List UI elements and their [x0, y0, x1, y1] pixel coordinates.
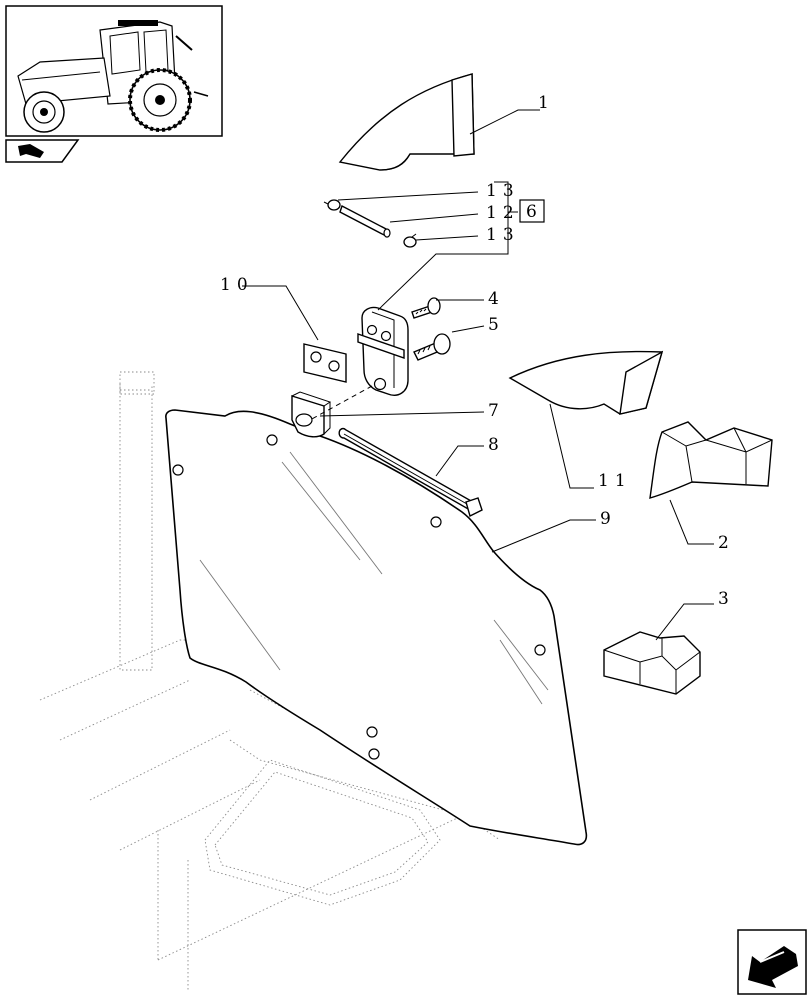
- screw-part-5: [413, 333, 451, 361]
- reference-box-6[interactable]: [519, 199, 545, 223]
- callout-8: 8: [488, 435, 505, 455]
- callout-9: 9: [600, 509, 617, 529]
- leader-lines: [242, 109, 714, 641]
- seal-strip-part-8: [338, 427, 483, 518]
- callout-4: 4: [488, 289, 505, 309]
- tractor-thumbnail: [5, 5, 223, 137]
- callout-7: 7: [488, 401, 505, 421]
- foam-block-part-1: [338, 73, 475, 171]
- foam-block-part-2: [649, 421, 773, 499]
- callout-ref-6: 6: [526, 202, 543, 222]
- callout-13-lower: 13: [486, 225, 520, 245]
- callout-5: 5: [488, 315, 505, 335]
- circlip-part-13-lower: [403, 233, 417, 248]
- foam-block-part-11: [508, 350, 664, 415]
- callout-11: 11: [598, 471, 632, 491]
- screw-part-4: [411, 297, 441, 319]
- callout-3: 3: [718, 589, 735, 609]
- glass-panel-part-9: [165, 409, 588, 846]
- hinge-assembly: [309, 306, 409, 421]
- next-page-arrow-icon[interactable]: [737, 929, 807, 995]
- section-arrow-icon[interactable]: [5, 139, 80, 163]
- callout-13-upper: 13: [486, 181, 520, 201]
- foam-block-part-3: [603, 631, 701, 695]
- callout-2: 2: [718, 533, 735, 553]
- circlip-part-13-upper: [323, 199, 341, 211]
- callout-labels: 1 13 12 13 6 10 4 5 7 8 11 9 2 3: [220, 93, 735, 609]
- callout-1: 1: [538, 93, 555, 113]
- pin-part-12: [339, 204, 391, 238]
- callout-10: 10: [220, 275, 254, 295]
- rubber-bush-part-7: [291, 391, 332, 438]
- callout-12: 12: [486, 203, 520, 223]
- plate-part-10: [303, 343, 347, 383]
